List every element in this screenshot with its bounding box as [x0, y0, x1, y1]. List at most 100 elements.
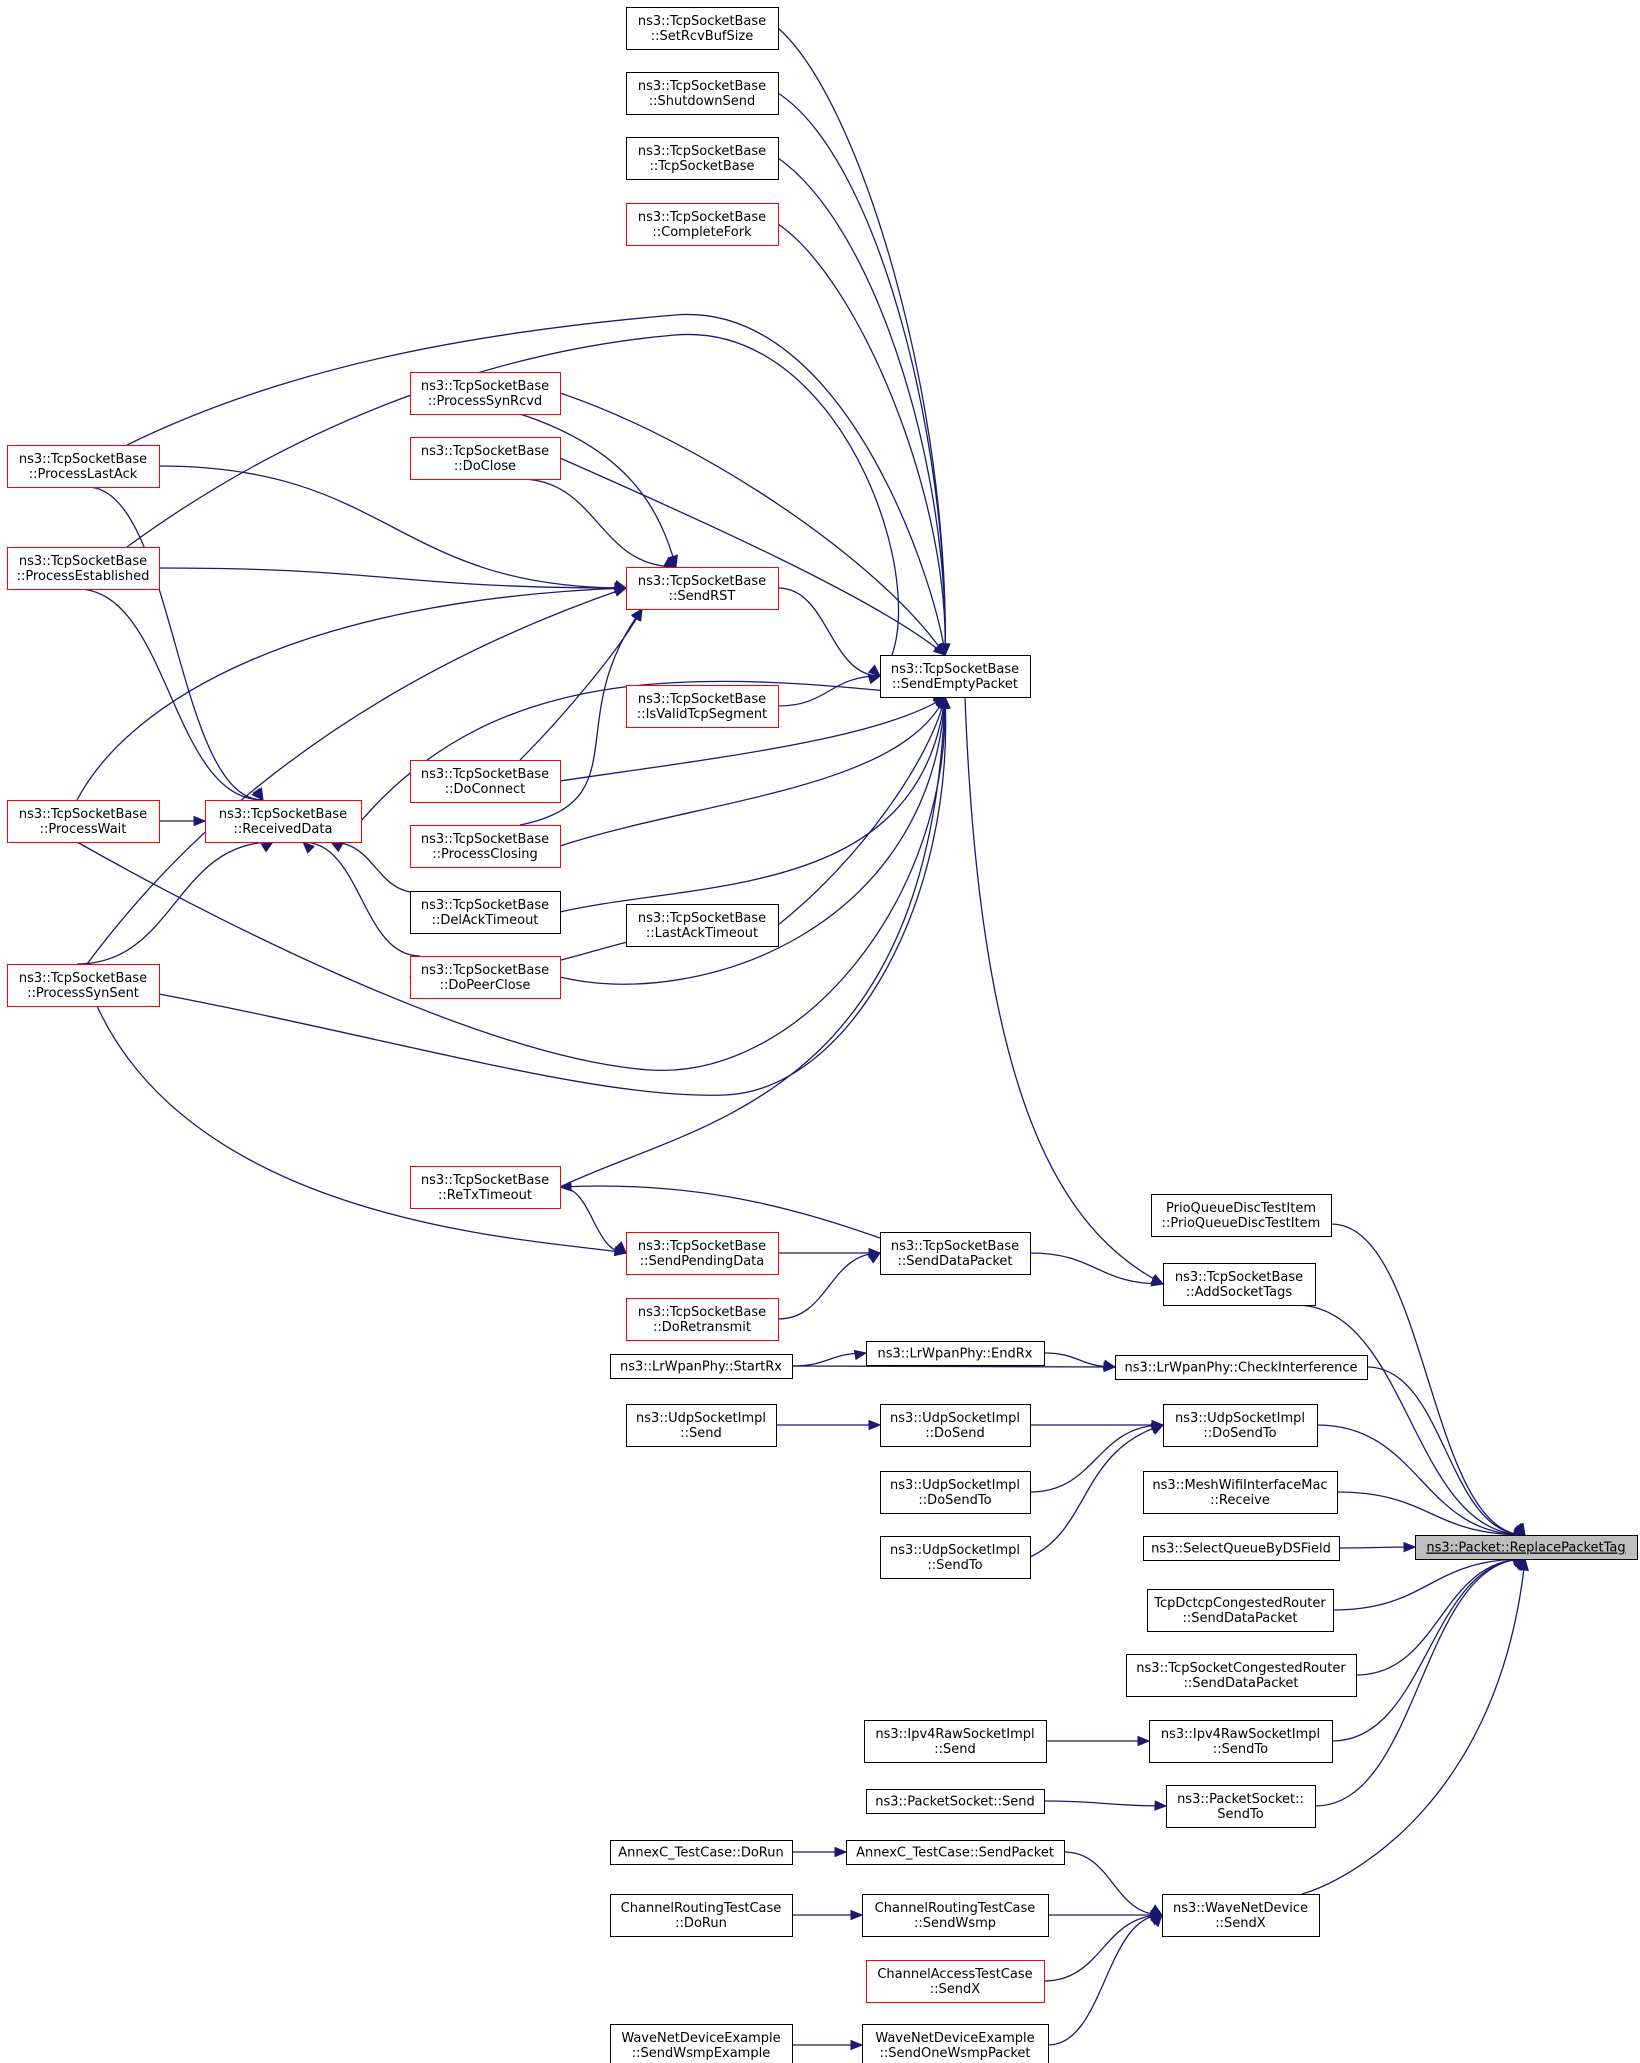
- edge-line: [559, 696, 946, 913]
- node-processSynRcvd[interactable]: ns3::TcpSocketBase::ProcessSynRcvd: [410, 372, 561, 415]
- node-label-line: ns3::TcpSocketBase: [421, 832, 549, 847]
- node-tcpSendDataPacket[interactable]: ns3::TcpSocketBase::SendDataPacket: [880, 1232, 1031, 1275]
- call-edge-processClosing-to-sendRST: [519, 607, 643, 826]
- edge-line: [1314, 1558, 1526, 1807]
- node-chanRoutingDoRun[interactable]: ChannelRoutingTestCase::DoRun: [610, 1894, 793, 1937]
- edge-line: [777, 157, 946, 656]
- edge-line: [777, 675, 881, 707]
- node-lastAckTimeout[interactable]: ns3::TcpSocketBase::LastAckTimeout: [626, 904, 779, 947]
- node-annexSendPacket[interactable]: AnnexC_TestCase::SendPacket: [846, 1840, 1065, 1865]
- call-edge-lastAckTimeout-to-sendEmptyPacket: [777, 695, 948, 926]
- call-edge-waveSendWsmp-to-waveSendOne: [791, 2039, 864, 2051]
- node-packetSocketSend[interactable]: ns3::PacketSocket::Send: [866, 1789, 1045, 1814]
- node-label-line: WaveNetDeviceExample: [621, 2031, 780, 2046]
- node-packetSocketSendTo[interactable]: ns3::PacketSocket::SendTo: [1166, 1785, 1316, 1828]
- node-processWait[interactable]: ns3::TcpSocketBase::ProcessWait: [7, 800, 160, 843]
- node-sendEmptyPacket[interactable]: ns3::TcpSocketBase::SendEmptyPacket: [880, 655, 1031, 698]
- edge-line: [1029, 1252, 1164, 1285]
- node-label-line: ::SetRcvBufSize: [651, 29, 753, 44]
- node-doPeerClose[interactable]: ns3::TcpSocketBase::DoPeerClose: [410, 956, 561, 999]
- arrowhead: [663, 556, 678, 568]
- node-dctcpSendData[interactable]: TcpDctcpCongestedRouter::SendDataPacket: [1147, 1589, 1334, 1632]
- node-udpDoSend[interactable]: ns3::UdpSocketImpl::DoSend: [880, 1404, 1031, 1447]
- node-shutdownSend[interactable]: ns3::TcpSocketBase::ShutdownSend: [626, 72, 779, 115]
- node-label-line: ::SendWsmpExample: [632, 2046, 770, 2061]
- node-udpSend[interactable]: ns3::UdpSocketImpl::Send: [626, 1404, 777, 1447]
- node-ipv4RawSend[interactable]: ns3::Ipv4RawSocketImpl::Send: [864, 1720, 1047, 1763]
- edge-line: [559, 457, 946, 656]
- edge-line: [76, 696, 946, 1071]
- node-receivedData[interactable]: ns3::TcpSocketBase::ReceivedData: [205, 800, 362, 843]
- edge-line: [1294, 1304, 1526, 1536]
- node-label-line: ::DoSendTo: [1203, 1426, 1276, 1441]
- node-startRx[interactable]: ns3::LrWpanPhy::StartRx: [610, 1354, 793, 1379]
- call-edge-sendPending-to-tcpSendDataPacket: [777, 1247, 882, 1259]
- edge-line: [1336, 1491, 1526, 1536]
- node-annexDoRun[interactable]: AnnexC_TestCase::DoRun: [610, 1840, 793, 1865]
- node-label-line: ns3::TcpSocketBase: [19, 452, 147, 467]
- edge-line: [559, 392, 946, 656]
- node-prioQueue[interactable]: PrioQueueDiscTestItem::PrioQueueDiscTest…: [1151, 1194, 1332, 1237]
- node-box: [7, 964, 160, 1007]
- arrowhead: [850, 1909, 864, 1921]
- node-delAck[interactable]: ns3::TcpSocketBase::DelAckTimeout: [410, 891, 561, 934]
- edge-line: [76, 841, 274, 965]
- node-label-line: ::CompleteFork: [652, 225, 752, 240]
- node-label-line: ::DoConnect: [445, 782, 525, 797]
- node-doClose[interactable]: ns3::TcpSocketBase::DoClose: [410, 437, 561, 480]
- node-label-line: ::ProcessEstablished: [17, 569, 150, 584]
- node-ipv4RawSendTo[interactable]: ns3::Ipv4RawSocketImpl::SendTo: [1149, 1720, 1333, 1763]
- node-congestedSendData[interactable]: ns3::TcpSocketCongestedRouter::SendDataP…: [1126, 1654, 1357, 1697]
- node-label-line: ns3::TcpSocketBase: [421, 379, 549, 394]
- node-processEstablished[interactable]: ns3::TcpSocketBase::ProcessEstablished: [7, 547, 160, 590]
- edge-line: [1332, 1558, 1526, 1611]
- call-edge-completeFork-to-sendEmptyPacket: [777, 223, 951, 657]
- node-sendRST[interactable]: ns3::TcpSocketBase::SendRST: [626, 567, 779, 610]
- node-label-line: ns3::TcpSocketBase: [421, 444, 549, 459]
- node-checkInterference[interactable]: ns3::LrWpanPhy::CheckInterference: [1115, 1355, 1368, 1380]
- node-tcpCtor[interactable]: ns3::TcpSocketBase::TcpSocketBase: [626, 137, 779, 180]
- node-label-line: ::ShutdownSend: [649, 94, 755, 109]
- node-isValid[interactable]: ns3::TcpSocketBase::IsValidTcpSegment: [626, 685, 779, 728]
- node-meshReceive[interactable]: ns3::MeshWifiInterfaceMac::Receive: [1143, 1471, 1338, 1514]
- node-label-line: TcpDctcpCongestedRouter: [1153, 1596, 1326, 1611]
- node-doRetransmit[interactable]: ns3::TcpSocketBase::DoRetransmit: [626, 1298, 779, 1341]
- node-udpDoSendTo[interactable]: ns3::UdpSocketImpl::DoSendTo: [1163, 1404, 1318, 1447]
- edge-line: [559, 696, 946, 782]
- node-processClosing[interactable]: ns3::TcpSocketBase::ProcessClosing: [410, 825, 561, 868]
- node-waveSendWsmp[interactable]: WaveNetDeviceExample::SendWsmpExample: [610, 2024, 793, 2063]
- node-waveSendX[interactable]: ns3::WaveNetDevice::SendX: [1162, 1894, 1320, 1937]
- node-processLastAck[interactable]: ns3::TcpSocketBase::ProcessLastAck: [7, 445, 160, 488]
- node-sendPending[interactable]: ns3::TcpSocketBase::SendPendingData: [626, 1232, 779, 1275]
- node-udpDoSendTo2[interactable]: ns3::UdpSocketImpl::DoSendTo: [880, 1471, 1031, 1514]
- node-label-line: ns3::TcpSocketBase: [219, 807, 347, 822]
- node-chanAccessSendX[interactable]: ChannelAccessTestCase::SendX: [866, 1960, 1045, 2003]
- node-endRx[interactable]: ns3::LrWpanPhy::EndRx: [866, 1341, 1045, 1366]
- node-box: [410, 1166, 561, 1209]
- arrowhead: [1518, 1557, 1530, 1571]
- node-doConnect[interactable]: ns3::TcpSocketBase::DoConnect: [410, 760, 561, 803]
- call-edge-ipv4RawSendTo-to-replace: [1331, 1558, 1526, 1742]
- node-box: [626, 1232, 779, 1275]
- node-label-line: ChannelAccessTestCase: [877, 1967, 1032, 1982]
- call-edge-processWait-to-receivedData: [159, 815, 207, 827]
- node-processSynSent[interactable]: ns3::TcpSocketBase::ProcessSynSent: [7, 964, 160, 1007]
- node-setRcvBuf[interactable]: ns3::TcpSocketBase::SetRcvBufSize: [626, 7, 779, 50]
- node-addSocketTags[interactable]: ns3::TcpSocketBase::AddSocketTags: [1163, 1263, 1316, 1306]
- node-completeFork[interactable]: ns3::TcpSocketBase::CompleteFork: [626, 203, 779, 246]
- node-chanRoutingSendWsmp[interactable]: ChannelRoutingTestCase::SendWsmp: [862, 1894, 1049, 1937]
- edge-line: [76, 588, 264, 801]
- node-reTx[interactable]: ns3::TcpSocketBase::ReTxTimeout: [410, 1166, 561, 1209]
- node-replace[interactable]: ns3::Packet::ReplacePacketTag: [1415, 1535, 1638, 1560]
- node-label-line: ::ReTxTimeout: [438, 1188, 532, 1203]
- node-udpSendTo[interactable]: ns3::UdpSocketImpl::SendTo: [880, 1536, 1031, 1579]
- arrowhead: [850, 2039, 864, 2051]
- node-label-line: ChannelRoutingTestCase: [875, 1901, 1036, 1916]
- edge-line: [519, 608, 643, 826]
- node-waveSendOne[interactable]: WaveNetDeviceExample::SendOneWsmpPacket: [862, 2024, 1049, 2063]
- node-box: [864, 1720, 1047, 1763]
- node-box: [610, 1840, 793, 1865]
- node-label-line: ns3::UdpSocketImpl: [636, 1411, 766, 1426]
- node-selectQueue[interactable]: ns3::SelectQueueByDSField: [1143, 1536, 1340, 1561]
